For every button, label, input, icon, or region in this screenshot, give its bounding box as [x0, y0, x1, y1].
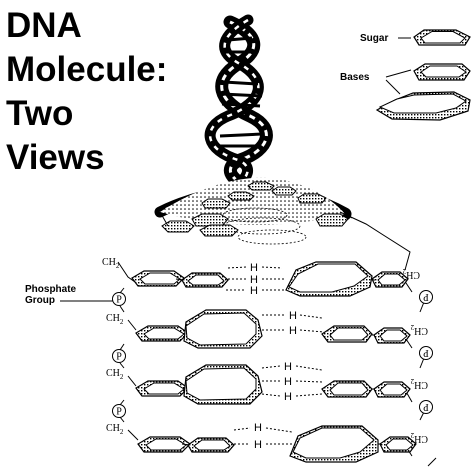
- svg-text:P: P: [116, 352, 122, 363]
- svg-text:P: P: [423, 291, 429, 302]
- base-small-1: [181, 272, 229, 288]
- phosphate-right-2: P: [419, 346, 433, 360]
- phosphate-group-annotation: Phosphate Group: [25, 284, 113, 306]
- base-small-2: [321, 325, 373, 343]
- sugar-left-3: [135, 380, 189, 397]
- sugar-right-2: [373, 327, 411, 344]
- phosphates-left: P P P: [112, 292, 126, 418]
- base-large-2: [183, 309, 263, 349]
- svg-text:P: P: [423, 401, 429, 412]
- base-pair-row-2: H H: [135, 309, 411, 349]
- base-pair-row-1: H H H: [131, 261, 409, 297]
- h-bond-3c: H: [284, 391, 292, 403]
- sugar-left-1: [131, 270, 185, 287]
- base-pair-row-4: H H: [137, 422, 417, 463]
- ch2-left-3: CH2: [106, 368, 124, 381]
- diagram-title: DNA Molecule: Two Views: [6, 4, 167, 180]
- sugar-right-4: [379, 436, 417, 453]
- legend: Sugar Bases: [340, 29, 471, 121]
- double-helix: [154, 14, 411, 271]
- phosphate-right-3: P: [419, 400, 433, 414]
- legend-bases-label: Bases: [340, 72, 370, 83]
- ch2-left-1: CH2: [102, 257, 120, 270]
- ch2-labels-right: CH2 CH2 CH2 CH2: [402, 267, 428, 444]
- legend-base-large: [375, 91, 471, 121]
- phosphate-group-label: Phosphate Group: [25, 284, 79, 306]
- ch2-left-4: CH2: [106, 423, 124, 436]
- phosphate-left-3: P: [112, 404, 126, 418]
- title-line-1: DNA: [6, 6, 82, 45]
- sugar-right-3: [373, 381, 411, 398]
- h-bond-4a: H: [254, 422, 262, 434]
- h-bond-3a: H: [284, 361, 292, 373]
- sugar-left-2: [135, 325, 189, 342]
- ch2-right-3: CH2: [410, 377, 428, 390]
- ch2-right-1: CH2: [402, 267, 420, 280]
- base-large-1: [285, 261, 373, 297]
- phosphate-label-line-2: Group: [25, 295, 55, 306]
- h-bond-2b: H: [289, 325, 297, 337]
- base-pair-row-3: H H H: [135, 361, 411, 405]
- sugar-left-4: [137, 436, 191, 453]
- title-line-3: Two: [6, 94, 74, 133]
- ch2-right-2: CH2: [410, 323, 428, 336]
- phosphate-left-2: P: [112, 349, 126, 363]
- ch2-labels-left: CH2 CH2 CH2 CH2: [102, 257, 124, 436]
- base-small-3: [321, 380, 373, 398]
- phosphates-right: P P P: [419, 290, 433, 414]
- h-bond-1b: H: [250, 274, 258, 286]
- ch2-right-4: CH2: [410, 431, 428, 444]
- svg-text:P: P: [423, 347, 429, 358]
- h-bond-4b: H: [254, 439, 262, 451]
- h-bond-2a: H: [289, 310, 297, 322]
- ch2-left-2: CH2: [106, 313, 124, 326]
- base-large-4: [289, 425, 379, 463]
- h-bond-1c: H: [250, 285, 258, 297]
- h-bond-1a: H: [250, 262, 258, 274]
- svg-text:P: P: [116, 407, 122, 418]
- legend-sugar-label: Sugar: [360, 33, 388, 44]
- phosphate-left-1: P: [112, 292, 126, 306]
- phosphate-right-1: P: [419, 290, 433, 304]
- legend-base-small: [413, 63, 471, 81]
- title-line-4: Views: [6, 138, 105, 177]
- phosphate-label-line-1: Phosphate: [25, 284, 77, 295]
- base-large-3: [183, 364, 263, 405]
- base-small-4: [187, 437, 235, 453]
- svg-text:P: P: [116, 295, 122, 306]
- h-bond-3b: H: [284, 376, 292, 388]
- legend-sugar-shape: [413, 29, 471, 46]
- title-line-2: Molecule:: [6, 50, 168, 89]
- sugar-right-1: [371, 271, 409, 288]
